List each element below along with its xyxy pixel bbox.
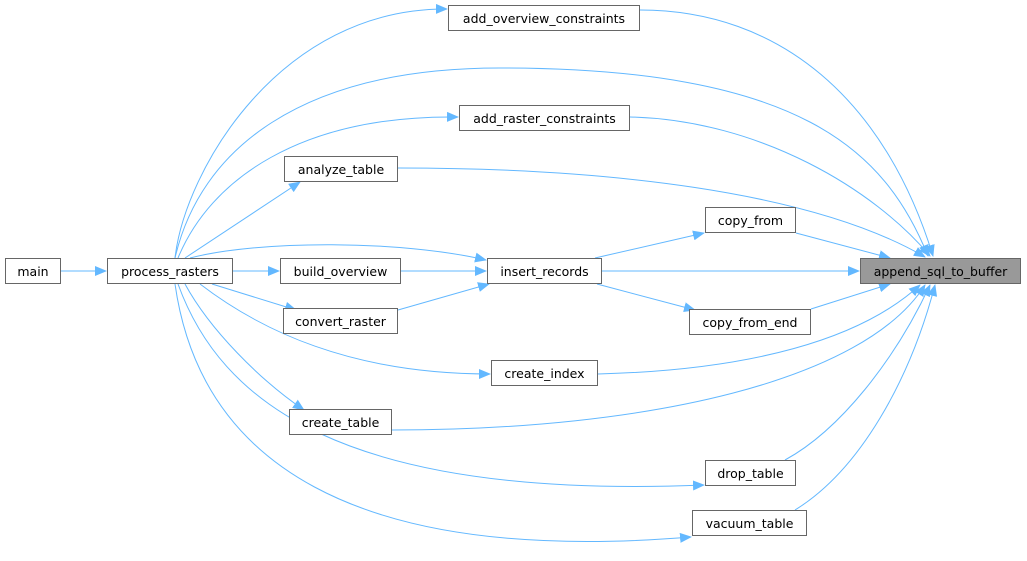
edge-process-rasters-drop-table <box>177 283 705 491</box>
node-vacuum-table[interactable]: vacuum_table <box>692 510 807 536</box>
edge-convert-raster-insert-records <box>397 282 490 311</box>
node-copy-from[interactable]: copy_from <box>705 207 796 233</box>
edge-vacuum-table-append-sql-to-buffer <box>794 284 938 511</box>
node-main[interactable]: main <box>5 258 61 284</box>
node-add-overview-constraints[interactable]: add_overview_constraints <box>448 5 640 31</box>
edge-analyze-table-append-sql-to-buffer <box>397 167 926 258</box>
edge-process-rasters-vacuum-table <box>174 283 692 543</box>
edge-insert-records-copy-from-end <box>596 283 696 313</box>
edge-process-rasters-insert-records <box>189 244 487 263</box>
edge-process-rasters-append-sql-to-buffer <box>174 67 929 259</box>
edge-process-rasters-add-overview-constraints <box>174 3 448 259</box>
node-add-raster-constraints[interactable]: add_raster_constraints <box>459 105 630 131</box>
node-process-rasters[interactable]: process_rasters <box>107 258 233 284</box>
edge-process-rasters-convert-raster <box>211 283 297 312</box>
node-build-overview[interactable]: build_overview <box>280 258 401 284</box>
node-create-index[interactable]: create_index <box>491 360 598 386</box>
edge-add-raster-constraints-append-sql-to-buffer <box>629 116 931 257</box>
node-create-table[interactable]: create_table <box>289 409 392 435</box>
node-drop-table[interactable]: drop_table <box>705 460 796 486</box>
edge-add-overview-constraints-append-sql-to-buffer <box>639 9 935 257</box>
edge-create-index-append-sql-to-buffer <box>597 284 921 375</box>
edge-copy-from-end-append-sql-to-buffer <box>810 282 891 310</box>
edge-process-rasters-create-index <box>199 283 491 379</box>
edge-copy-from-append-sql-to-buffer <box>795 232 891 261</box>
node-convert-raster[interactable]: convert_raster <box>283 308 398 334</box>
node-analyze-table[interactable]: analyze_table <box>284 156 398 182</box>
edge-process-rasters-analyze-table <box>184 181 301 259</box>
edge-create-table-append-sql-to-buffer <box>391 284 926 431</box>
edge-insert-records-copy-from <box>594 230 705 259</box>
edge-drop-table-append-sql-to-buffer <box>784 284 931 461</box>
node-append-sql-to-buffer[interactable]: append_sql_to_buffer <box>860 258 1021 284</box>
node-copy-from-end[interactable]: copy_from_end <box>689 309 811 335</box>
edge-process-rasters-create-table <box>184 283 305 411</box>
node-insert-records[interactable]: insert_records <box>487 258 602 284</box>
edge-process-rasters-add-raster-constraints <box>177 111 459 259</box>
